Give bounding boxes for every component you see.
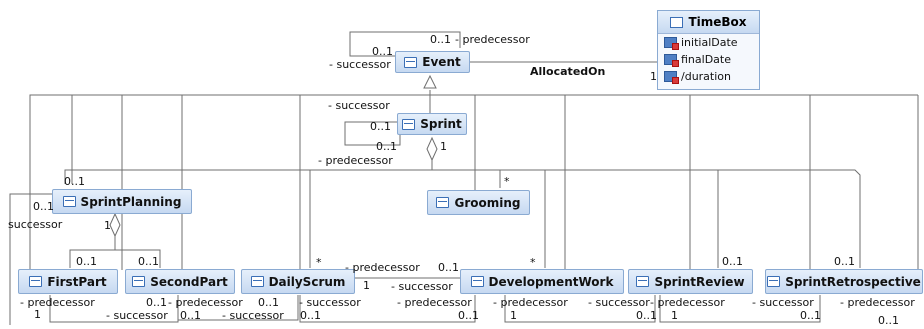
class-sprintretrospective-label: SprintRetrospective [785,274,921,289]
class-sprintreview[interactable]: SprintReview [628,269,753,294]
role-label: - predecessor [397,296,472,309]
multiplicity-label: 0..1 [878,314,899,327]
multiplicity-label: 0..1 [834,255,855,268]
multiplicity-label: 1 [363,279,370,292]
class-icon [470,276,484,287]
class-firstpart-label: FirstPart [47,274,107,289]
class-timebox[interactable]: TimeBox initialDate finalDate /duration [657,10,760,90]
class-secondpart[interactable]: SecondPart [125,269,235,294]
role-label: - successor [752,296,814,309]
class-grooming[interactable]: Grooming [427,190,530,215]
multiplicity-label: 0..1 [180,309,201,322]
multiplicity-label: * [530,256,536,269]
role-label: - successor [329,58,391,71]
class-icon [402,118,416,130]
role-label: - successor [588,296,650,309]
multiplicity-label: 0..1 [636,309,657,322]
class-icon [670,16,684,28]
class-event[interactable]: Event [395,51,470,73]
multiplicity-label: 1 [510,309,517,322]
multiplicity-label: 0..1 [64,175,85,188]
class-sprintplanning-label: SprintPlanning [80,194,182,209]
class-sprintreview-label: SprintReview [654,274,745,289]
class-sprint-label: Sprint [420,117,462,131]
class-sprintretrospective[interactable]: SprintRetrospective [765,269,923,294]
multiplicity-label: 0..1 [33,200,54,213]
class-developmentwork[interactable]: DevelopmentWork [460,269,624,294]
class-grooming-label: Grooming [454,195,521,210]
class-icon [250,276,264,287]
role-label: - predecessor [493,296,568,309]
role-label: - successor [328,99,390,112]
multiplicity-label: 1 [34,308,41,321]
class-icon [62,196,76,207]
attribute-icon [664,37,679,50]
class-sprintplanning[interactable]: SprintPlanning [52,189,192,214]
multiplicity-label: 0..1 [300,309,321,322]
role-label: - predecessor [318,154,393,167]
multiplicity-label: 0..1 [430,33,451,46]
role-label: - predecessor [840,296,915,309]
multiplicity-label: 0..1 [372,45,393,58]
multiplicity-label: 0..1 [370,120,391,133]
timebox-title: TimeBox [688,15,747,29]
multiplicity-label: 0..1 [258,296,279,309]
attribute-initialdate: initialDate [681,36,738,49]
class-icon [404,56,418,68]
multiplicity-label: * [504,175,510,188]
attribute-icon [664,54,679,67]
multiplicity-label: 0..1 [376,140,397,153]
multiplicity-label: 1 [104,219,111,232]
role-label: successor [8,218,63,231]
role-label: - predecessor [650,296,725,309]
class-icon [636,276,650,287]
role-label: - successor [299,296,361,309]
role-label: - predecessor [168,296,243,309]
attribute-icon [664,71,679,84]
role-label: - successor [391,280,453,293]
class-event-label: Event [422,55,461,69]
class-icon [132,276,146,287]
multiplicity-label: 1 [650,70,657,83]
multiplicity-label: 0..1 [458,309,479,322]
multiplicity-label: 0..1 [146,296,167,309]
class-secondpart-label: SecondPart [150,274,228,289]
class-icon [436,197,450,208]
role-label: - successor [222,309,284,322]
multiplicity-label: 0..1 [722,255,743,268]
class-sprint[interactable]: Sprint [397,113,467,135]
attribute-row: /duration [658,68,759,85]
attribute-row: finalDate [658,51,759,68]
class-icon [767,276,781,287]
class-developmentwork-label: DevelopmentWork [488,274,614,289]
class-icon [29,276,43,287]
role-label: - predecessor [20,296,95,309]
multiplicity-label: 0..1 [438,261,459,274]
multiplicity-label: 1 [440,140,447,153]
multiplicity-label: 0..1 [800,309,821,322]
attribute-duration: /duration [681,70,731,83]
multiplicity-label: 1 [671,309,678,322]
multiplicity-label: 0..1 [76,255,97,268]
multiplicity-label: * [316,256,322,269]
class-firstpart[interactable]: FirstPart [18,269,118,294]
role-label: - predecessor [345,261,420,274]
class-dailyscrum-label: DailyScrum [268,274,346,289]
attribute-finaldate: finalDate [681,53,731,66]
association-label: AllocatedOn [530,65,606,78]
class-dailyscrum[interactable]: DailyScrum [241,269,355,294]
attribute-row: initialDate [658,34,759,51]
multiplicity-label: 0..1 [138,255,159,268]
role-label: - predecessor [455,33,530,46]
role-label: - successor [106,309,168,322]
timebox-header: TimeBox [658,11,759,34]
